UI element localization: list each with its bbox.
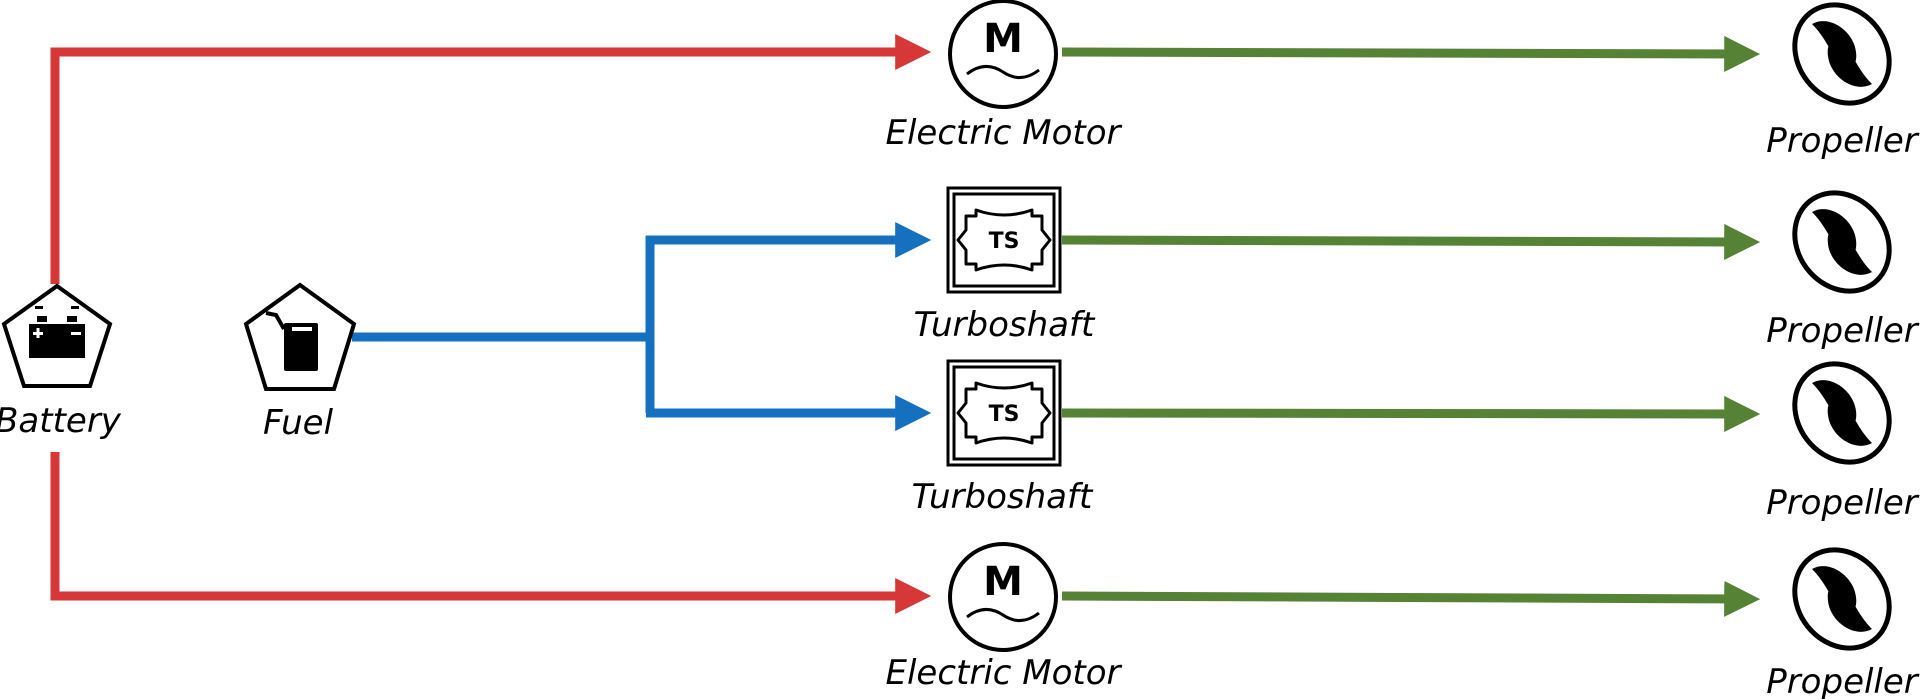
propeller-3-node: Propeller xyxy=(1766,345,1920,523)
electric-motor-icon: M xyxy=(948,0,1058,109)
turboshaft-icon: TS xyxy=(946,359,1062,467)
propeller-icon xyxy=(1775,0,1908,122)
turboshaft-1-to-propeller-2-line xyxy=(1061,223,1761,260)
turboshaft-1-node: TS Turboshaft xyxy=(914,186,1096,345)
fuel-label: Fuel xyxy=(263,403,334,443)
turboshaft-2-label: Turboshaft xyxy=(912,477,1094,517)
motor-symbol-label: M xyxy=(983,559,1023,605)
fuel-node: Fuel xyxy=(243,282,357,443)
motor-symbol-label: M xyxy=(983,16,1023,62)
fuel-can-icon xyxy=(243,282,357,391)
electric-motor-top-node: M Electric Motor xyxy=(885,0,1123,153)
propeller-2-label: Propeller xyxy=(1766,311,1920,351)
battery-icon xyxy=(1,283,113,388)
propeller-2-node: Propeller xyxy=(1766,174,1920,351)
turboshaft-symbol-label: TS xyxy=(989,402,1020,427)
propeller-1-label: Propeller xyxy=(1766,121,1920,161)
propeller-icon xyxy=(1775,345,1908,481)
battery-to-motor-top-line xyxy=(50,34,932,284)
turboshaft-symbol-label: TS xyxy=(989,229,1020,254)
motor-bottom-to-propeller-4-line xyxy=(1061,580,1761,617)
propeller-icon xyxy=(1775,531,1908,667)
battery-label: Battery xyxy=(0,401,122,441)
turboshaft-2-node: TS Turboshaft xyxy=(912,359,1094,517)
electric-motor-bottom-node: M Electric Motor xyxy=(885,542,1123,693)
propeller-3-label: Propeller xyxy=(1766,483,1920,523)
propeller-4-label: Propeller xyxy=(1766,662,1920,699)
propeller-icon xyxy=(1775,174,1908,310)
battery-node: Battery xyxy=(0,283,122,441)
electric-motor-bottom-label: Electric Motor xyxy=(885,653,1122,693)
battery-to-motor-bottom-line xyxy=(50,452,932,614)
propeller-1-node: Propeller xyxy=(1766,0,1920,161)
turboshaft-2-to-propeller-3-line xyxy=(1061,395,1761,432)
electric-motor-icon: M xyxy=(948,542,1058,652)
electric-motor-top-label: Electric Motor xyxy=(885,113,1122,153)
propeller-4-node: Propeller xyxy=(1766,531,1920,699)
turboshaft-1-label: Turboshaft xyxy=(914,305,1096,345)
turboshaft-icon: TS xyxy=(946,186,1062,294)
motor-top-to-propeller-1-line xyxy=(1061,35,1761,72)
